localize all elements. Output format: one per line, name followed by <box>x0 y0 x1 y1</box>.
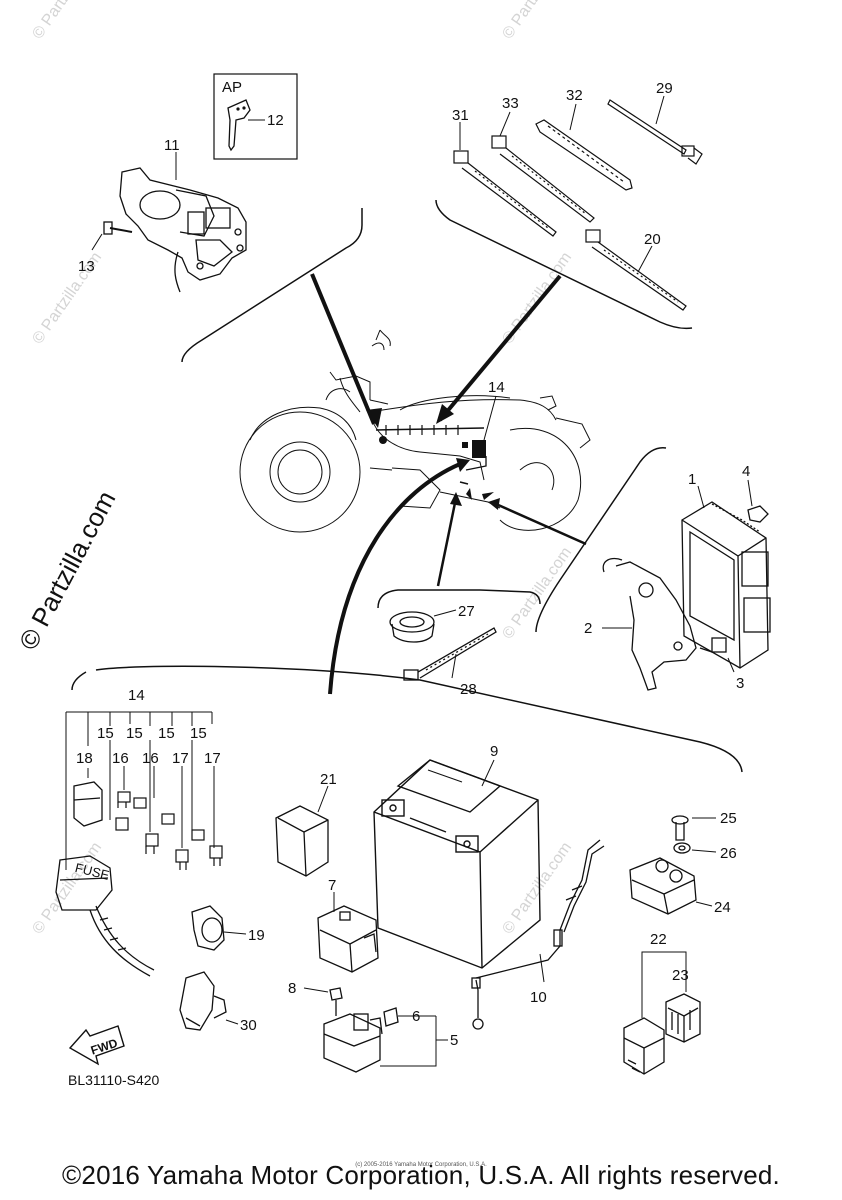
watermark-text: © Partzilla.com <box>29 839 105 937</box>
callout-25: 25 <box>720 810 737 827</box>
callout-15: 15 <box>97 725 114 742</box>
bracket-30 <box>179 971 227 1031</box>
callout-24: 24 <box>714 899 731 916</box>
callout-2: 2 <box>584 620 592 637</box>
motorcycle-silhouette <box>239 329 591 533</box>
callout-12: 12 <box>267 112 284 129</box>
fuses <box>115 791 223 870</box>
callout-8: 8 <box>288 980 296 997</box>
callout-28: 28 <box>460 681 477 698</box>
relay-22-assembly <box>623 993 701 1075</box>
callout-6: 6 <box>412 1008 420 1025</box>
callout-29: 29 <box>656 80 673 97</box>
callout-4: 4 <box>742 463 750 480</box>
group-bracket <box>181 208 363 363</box>
fuse-box-assembly: FUSE <box>55 781 155 977</box>
ecu-bracket-assembly <box>602 501 771 691</box>
leader-line <box>451 653 457 679</box>
callout-16: 16 <box>112 750 129 767</box>
fuse-callout-tree <box>65 711 215 870</box>
callout-5: 5 <box>450 1032 458 1049</box>
relay-21 <box>275 805 329 877</box>
callout-14: 14 <box>128 687 145 704</box>
callout-18: 18 <box>76 750 93 767</box>
callout-23: 23 <box>672 967 689 984</box>
group-bracket <box>435 199 693 330</box>
callout-26: 26 <box>720 845 737 862</box>
callout-30: 30 <box>240 1017 257 1034</box>
leader-line <box>483 395 497 441</box>
watermark-text: © Partzilla.com <box>499 0 575 42</box>
cover-7 <box>317 905 379 973</box>
callout-20: 20 <box>644 231 661 248</box>
callout-17: 17 <box>172 750 189 767</box>
small-copyright-note: (c) 2005-2016 Yamaha Motor Corporation, … <box>355 1162 487 1168</box>
battery-9 <box>373 759 541 969</box>
clamp-and-tie <box>389 611 497 681</box>
callout-17: 17 <box>204 750 221 767</box>
leader-line <box>747 479 753 507</box>
faint-watermarks: © Partzilla.com © Partzilla.com © Partzi… <box>29 0 575 937</box>
leader-line <box>539 953 545 983</box>
copyright-footer: ©2016 Yamaha Motor Corporation, U.S.A. A… <box>62 1160 780 1190</box>
callout-27: 27 <box>458 603 475 620</box>
pointer-arrows <box>310 273 587 695</box>
callout-15: 15 <box>126 725 143 742</box>
leader-line <box>691 849 717 853</box>
clamp-19 <box>191 905 225 951</box>
leader-line <box>641 951 687 1018</box>
leader-line <box>727 657 735 673</box>
callout-21: 21 <box>320 771 337 788</box>
leader-line <box>303 987 329 993</box>
callout-1: 1 <box>688 471 696 488</box>
starter-relay-5 <box>323 987 399 1073</box>
watermark-text: © Partzilla.com <box>29 0 105 42</box>
leader-line <box>499 111 511 137</box>
ignition-switch-assembly <box>91 167 247 293</box>
group-bracket <box>535 447 667 633</box>
callout-19: 19 <box>248 927 265 944</box>
callout-13: 13 <box>78 258 95 275</box>
part-code: BL31110-S420 <box>68 1072 160 1088</box>
leader-line <box>433 609 457 617</box>
ap-label: AP <box>222 79 242 96</box>
callout-14: 14 <box>488 379 505 396</box>
callout-3: 3 <box>736 675 744 692</box>
callout-22: 22 <box>650 931 667 948</box>
callout-33: 33 <box>502 95 519 112</box>
callout-31: 31 <box>452 107 469 124</box>
leader-line <box>569 103 577 131</box>
callout-7: 7 <box>328 877 336 894</box>
group-bracket <box>377 589 541 609</box>
battery-cable-10 <box>471 839 605 1030</box>
leader-line <box>637 245 653 273</box>
callout-9: 9 <box>490 743 498 760</box>
callout-16: 16 <box>142 750 159 767</box>
leader-line <box>380 1016 437 1067</box>
key-ap-box: AP 12 <box>213 73 298 160</box>
watermark-text: © Partzilla.com <box>499 544 575 642</box>
leader-line <box>223 931 247 935</box>
callout-11: 11 <box>164 137 180 154</box>
callout-10: 10 <box>530 989 547 1006</box>
leader-line <box>695 901 713 907</box>
fuse-holder-24 <box>629 815 697 915</box>
cable-ties-group <box>453 99 703 311</box>
forward-arrow: FWD <box>68 1025 125 1066</box>
leader-line <box>697 485 705 509</box>
leader-line <box>317 785 329 813</box>
leader-line <box>481 759 495 787</box>
leader-line <box>225 1019 239 1025</box>
harness-route <box>375 425 494 500</box>
group-bracket <box>95 665 743 773</box>
leader-line <box>655 95 665 125</box>
callout-32: 32 <box>566 87 583 104</box>
callout-15: 15 <box>158 725 175 742</box>
callout-15: 15 <box>190 725 207 742</box>
